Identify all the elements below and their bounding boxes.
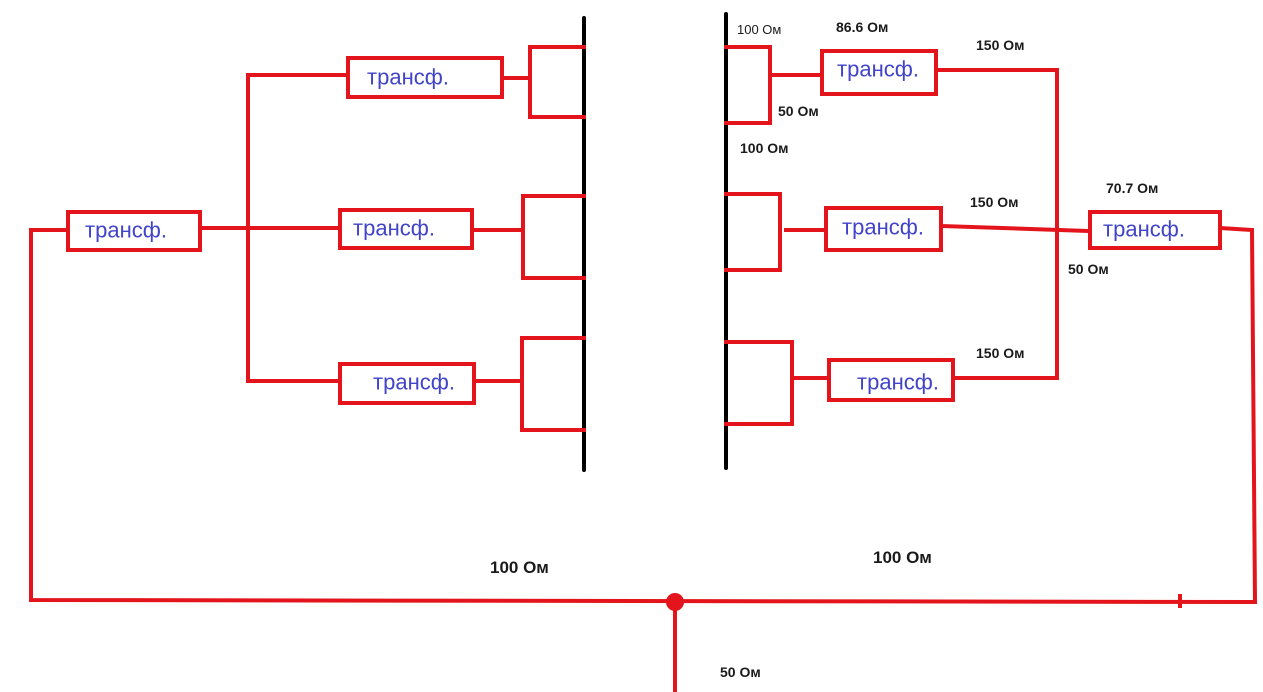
impedance-label: 100 Ом <box>490 558 549 577</box>
svg-text:трансф.: трансф. <box>842 215 924 240</box>
transformer-main-right: трансф. <box>1088 210 1222 250</box>
left-taps <box>470 45 586 432</box>
impedance-label: 50 Ом <box>1068 261 1109 277</box>
impedance-label: 150 Ом <box>970 194 1019 210</box>
transformer-right-1: трансф. <box>820 49 938 96</box>
transformer-right-2: трансф. <box>824 206 943 252</box>
impedance-label: 50 Ом <box>778 103 819 119</box>
left-distribution <box>29 73 350 383</box>
right-combiner <box>934 68 1093 380</box>
right-taps <box>724 45 831 426</box>
impedance-label: 100 Ом <box>737 22 781 37</box>
svg-text:трансф.: трансф. <box>353 216 435 241</box>
svg-text:трансф.: трансф. <box>373 370 455 395</box>
transformer-left-1: трансф. <box>346 56 504 99</box>
transformer-left-2: трансф. <box>338 208 474 250</box>
junction-node <box>666 593 684 611</box>
feed-line <box>29 225 1258 692</box>
svg-text:трансф.: трансф. <box>367 65 449 90</box>
impedance-label: 50 Ом <box>720 664 761 680</box>
transformer-left-3: трансф. <box>338 362 476 405</box>
impedance-label: 86.6 Ом <box>836 19 888 35</box>
svg-text:трансф.: трансф. <box>857 370 939 395</box>
impedance-label: 70.7 Ом <box>1106 180 1158 196</box>
impedance-label: 150 Ом <box>976 345 1025 361</box>
svg-text:трансф.: трансф. <box>1103 217 1185 242</box>
svg-text:трансф.: трансф. <box>837 57 919 82</box>
impedance-label: 150 Ом <box>976 37 1025 53</box>
transformer-main-left: трансф. <box>66 210 202 252</box>
impedance-label: 100 Ом <box>873 548 932 567</box>
impedance-label: 100 Ом <box>740 140 789 156</box>
transformer-right-3: трансф. <box>827 358 955 402</box>
svg-text:трансф.: трансф. <box>85 218 167 243</box>
